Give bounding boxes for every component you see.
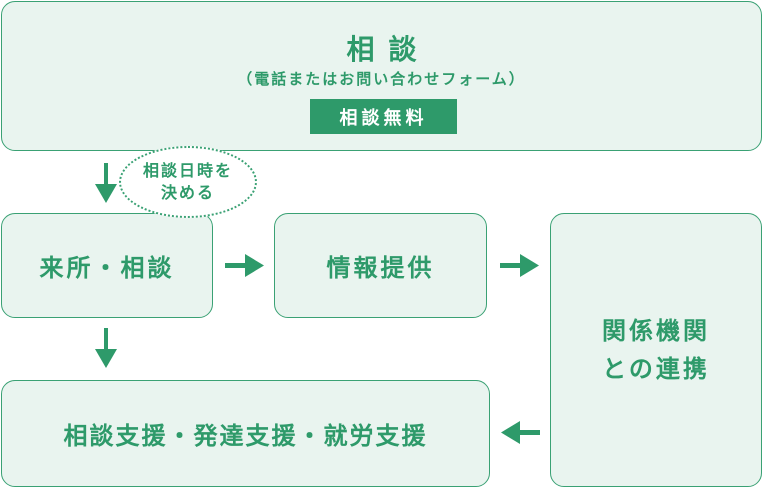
related-agencies-line2: との連携 — [602, 355, 710, 383]
schedule-bubble-line1: 相談日時を — [142, 161, 233, 180]
information-label: 情報提供 — [326, 254, 435, 282]
visit-consultation-label: 来所・相談 — [39, 254, 175, 282]
related-agencies-box: 関係機関 との連携 — [550, 213, 762, 487]
arrow-down-icon — [95, 163, 117, 203]
support-services-label: 相談支援・発達支援・就労支援 — [63, 422, 428, 450]
support-services-box: 相談支援・発達支援・就労支援 — [1, 380, 490, 487]
schedule-bubble: 相談日時を 決める — [119, 146, 257, 218]
schedule-bubble-line2: 決める — [160, 183, 215, 202]
arrow-right-icon — [225, 254, 264, 277]
arrow-left-icon — [501, 421, 540, 444]
related-agencies-line1: 関係機関 — [602, 317, 710, 345]
consultation-box: 相談 （電話またはお問い合わせフォーム） 相談無料 — [1, 1, 762, 151]
visit-consultation-box: 来所・相談 — [1, 213, 213, 318]
information-box: 情報提供 — [274, 213, 487, 318]
arrow-down-icon — [95, 328, 117, 368]
consultation-title: 相談 — [346, 33, 431, 66]
consultation-method: （電話またはお問い合わせフォーム） — [237, 70, 526, 88]
free-consultation-badge: 相談無料 — [310, 99, 457, 134]
arrow-right-icon — [500, 254, 539, 277]
